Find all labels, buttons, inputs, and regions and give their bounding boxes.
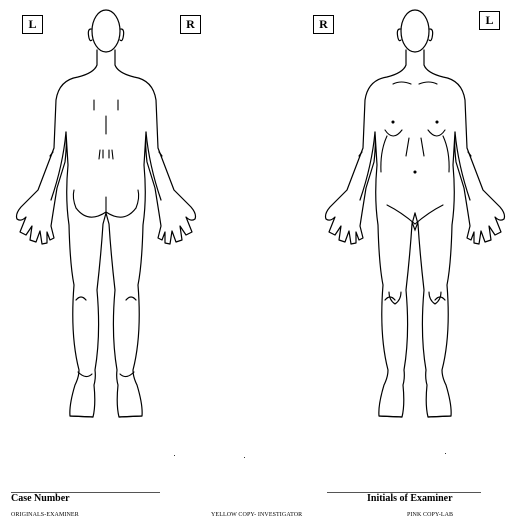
yellow-copy-label: YELLOW COPY- INVESTIGATOR	[211, 512, 302, 518]
case-number-label: Case Number	[11, 493, 70, 504]
initials-label: Initials of Examiner	[367, 493, 453, 504]
front-body-figure	[326, 10, 505, 417]
scan-speck	[174, 455, 175, 456]
pink-copy-label: PINK COPY-LAB	[407, 512, 453, 518]
original-copy-label: ORIGINALS-EXAMINER	[11, 512, 79, 518]
scan-speck	[445, 453, 446, 454]
back-body-figure	[17, 10, 196, 417]
scan-speck	[244, 457, 245, 458]
